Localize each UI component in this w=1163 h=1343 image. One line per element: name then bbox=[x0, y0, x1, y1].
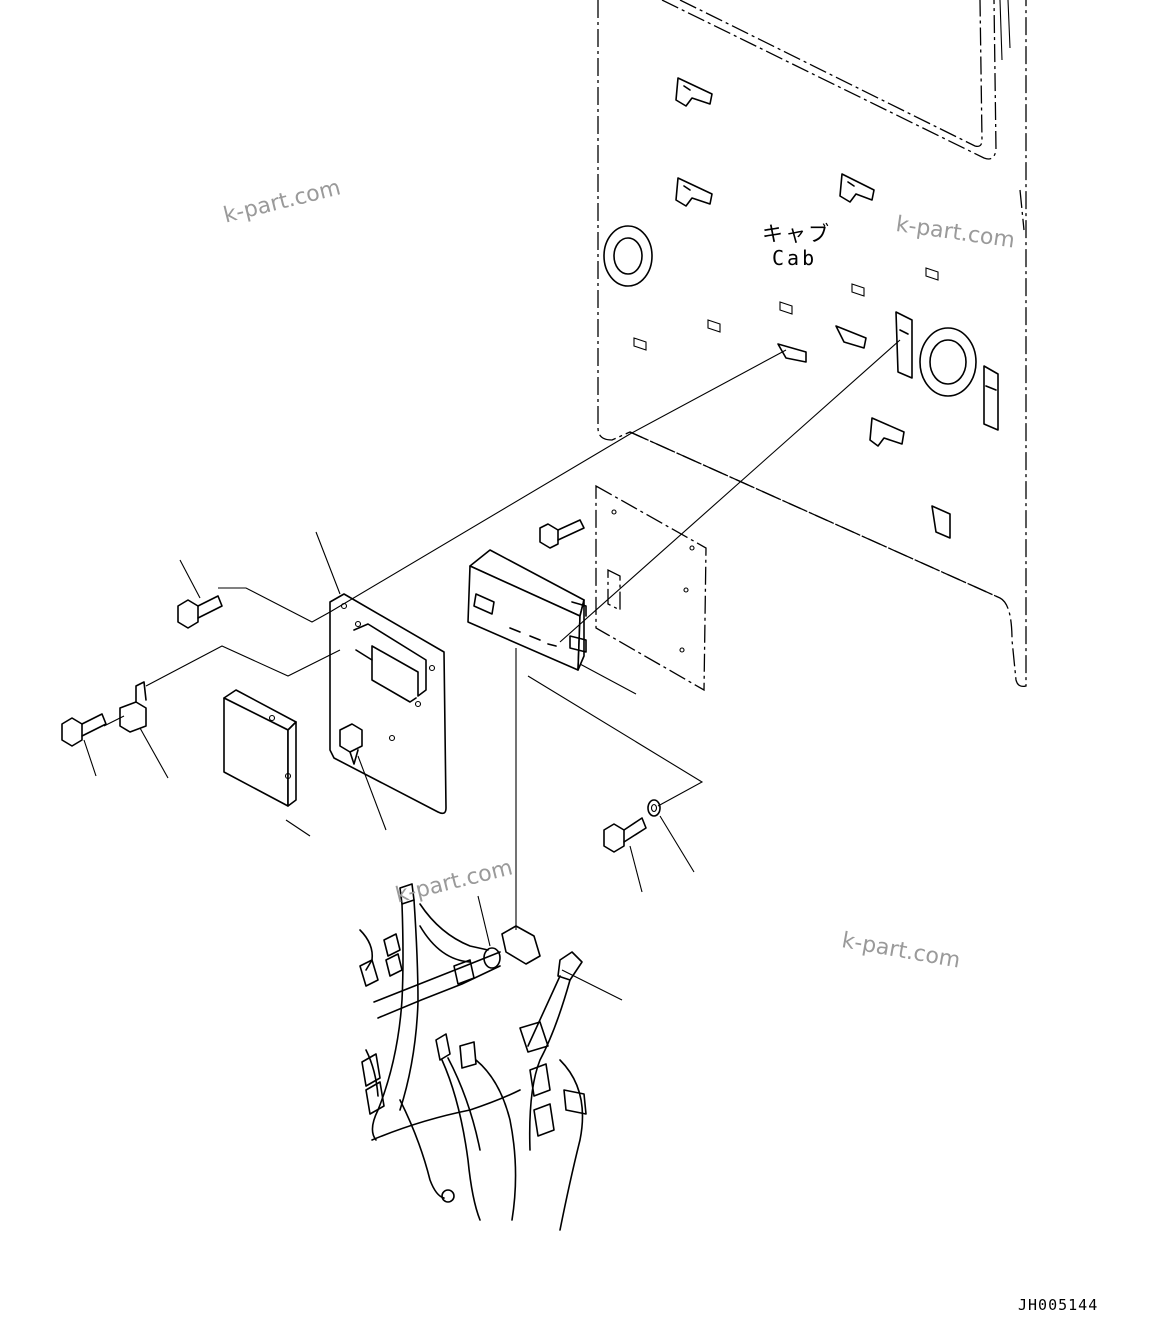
module-box bbox=[223, 689, 297, 807]
wiring-harness bbox=[359, 883, 587, 1231]
clip-fastener bbox=[339, 723, 363, 765]
cab-label-jp: キャブ bbox=[762, 222, 831, 246]
assembly-lines bbox=[103, 339, 901, 930]
cab-panel bbox=[597, 0, 1027, 688]
controller-unit bbox=[467, 549, 587, 671]
panel-clips bbox=[633, 77, 999, 539]
bracket-plate bbox=[329, 593, 447, 815]
drawing-code: JH005144 bbox=[1018, 1296, 1099, 1314]
bolt-lower-right bbox=[603, 817, 647, 853]
washer bbox=[647, 799, 661, 817]
controller-mounting-plate bbox=[595, 484, 707, 692]
cab-label-en: Cab bbox=[772, 246, 818, 270]
relay-clip bbox=[119, 681, 147, 733]
grommet-hole-right bbox=[919, 327, 977, 397]
leader-lines bbox=[83, 531, 695, 1001]
bolt-upper-left bbox=[177, 595, 223, 629]
bolt-lower-left bbox=[61, 713, 107, 747]
grommet-hole-left bbox=[603, 225, 653, 287]
bolt-plate bbox=[539, 519, 585, 549]
